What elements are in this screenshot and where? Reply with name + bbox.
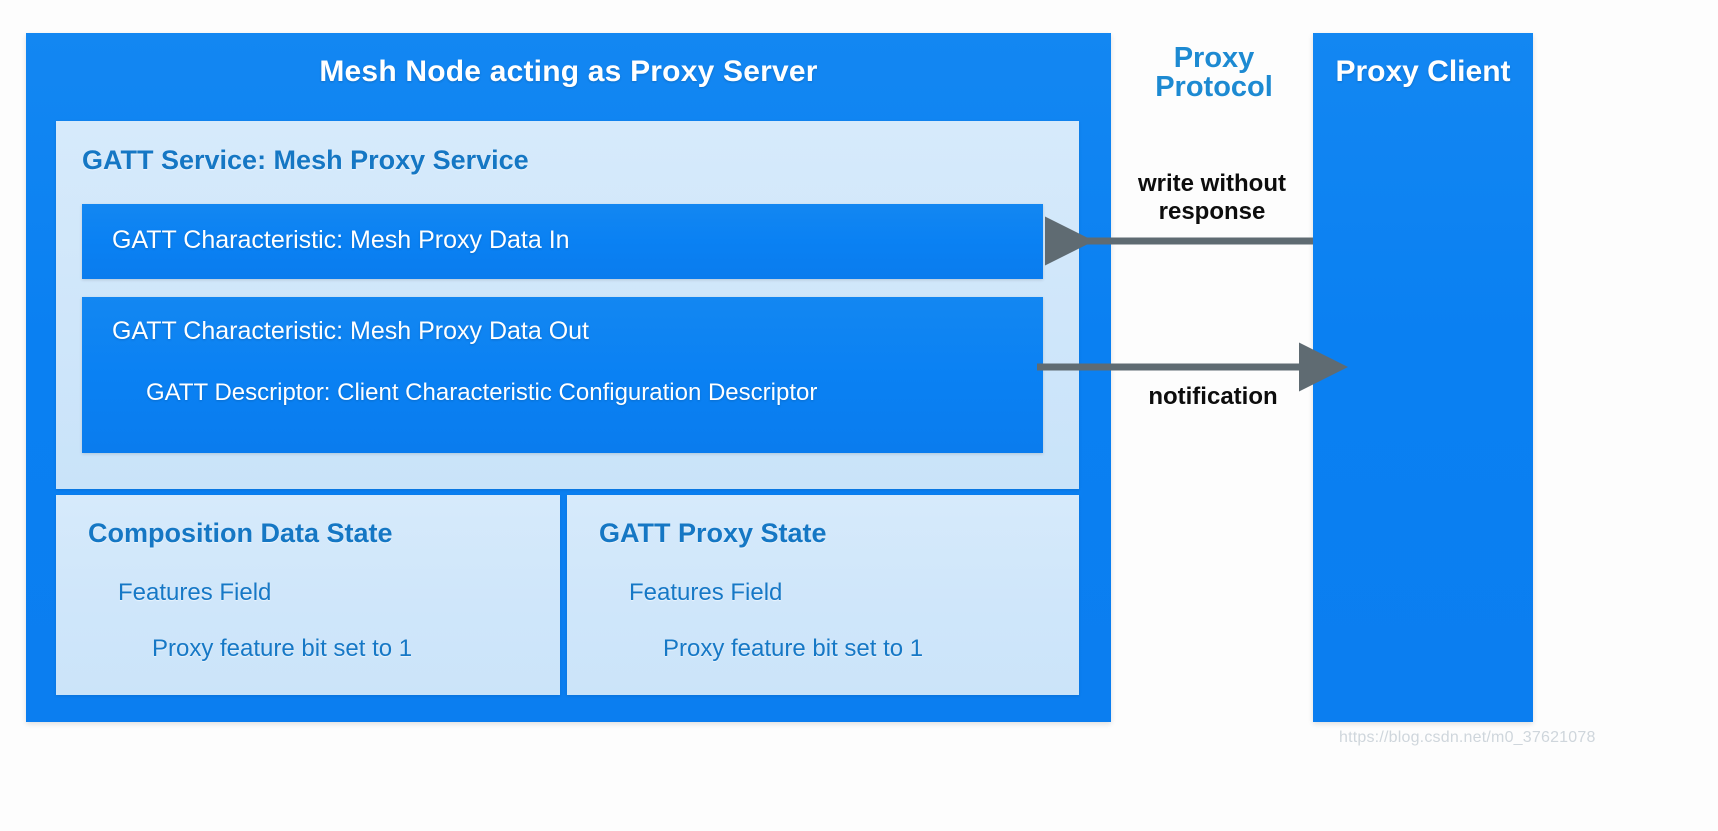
composition-data-state-title: Composition Data State [88,518,393,548]
gatt-proxy-state-title: GATT Proxy State [599,518,827,548]
proxy-protocol-title: Proxy Protocol [1124,44,1304,102]
gatt-proxy-state-box: GATT Proxy State Features Field Proxy fe… [567,495,1079,695]
composition-data-state-box: Composition Data State Features Field Pr… [56,495,560,695]
proxy-protocol-title-line2: Protocol [1155,71,1273,103]
gatt-characteristic-data-out-label: GATT Characteristic: Mesh Proxy Data Out [112,317,589,345]
gatt-service-panel: GATT Service: Mesh Proxy Service GATT Ch… [56,121,1079,489]
proxy-server-title: Mesh Node acting as Proxy Server [319,55,818,88]
proxy-server-box: Mesh Node acting as Proxy Server GATT Se… [26,33,1111,722]
gatt-characteristic-data-in: GATT Characteristic: Mesh Proxy Data In [82,204,1043,279]
proxy-client-title: Proxy Client [1335,55,1511,88]
proxy-client-box: Proxy Client [1313,33,1533,722]
arrow-label-write-line1: write without [1138,170,1286,197]
gatt-service-title: GATT Service: Mesh Proxy Service [82,145,529,175]
arrow-label-notification: notification [1118,383,1308,411]
proxy-protocol-title-line1: Proxy [1173,42,1255,74]
composition-data-state-proxy-bit: Proxy feature bit set to 1 [152,635,413,662]
gatt-characteristic-data-out: GATT Characteristic: Mesh Proxy Data Out… [82,297,1043,453]
arrow-label-write-line2: response [1158,198,1266,226]
composition-data-state-features-field: Features Field [118,579,272,606]
gatt-characteristic-data-in-label: GATT Characteristic: Mesh Proxy Data In [112,226,570,254]
gatt-proxy-state-proxy-bit: Proxy feature bit set to 1 [663,635,924,662]
gatt-descriptor-ccc-label: GATT Descriptor: Client Characteristic C… [146,379,818,406]
arrow-label-write-without-response: write without response [1114,170,1310,227]
gatt-proxy-state-features-field: Features Field [629,579,783,606]
arrow-label-notification-line1: notification [1148,383,1278,410]
watermark-text: https://blog.csdn.net/m0_37621078 [1339,729,1596,746]
